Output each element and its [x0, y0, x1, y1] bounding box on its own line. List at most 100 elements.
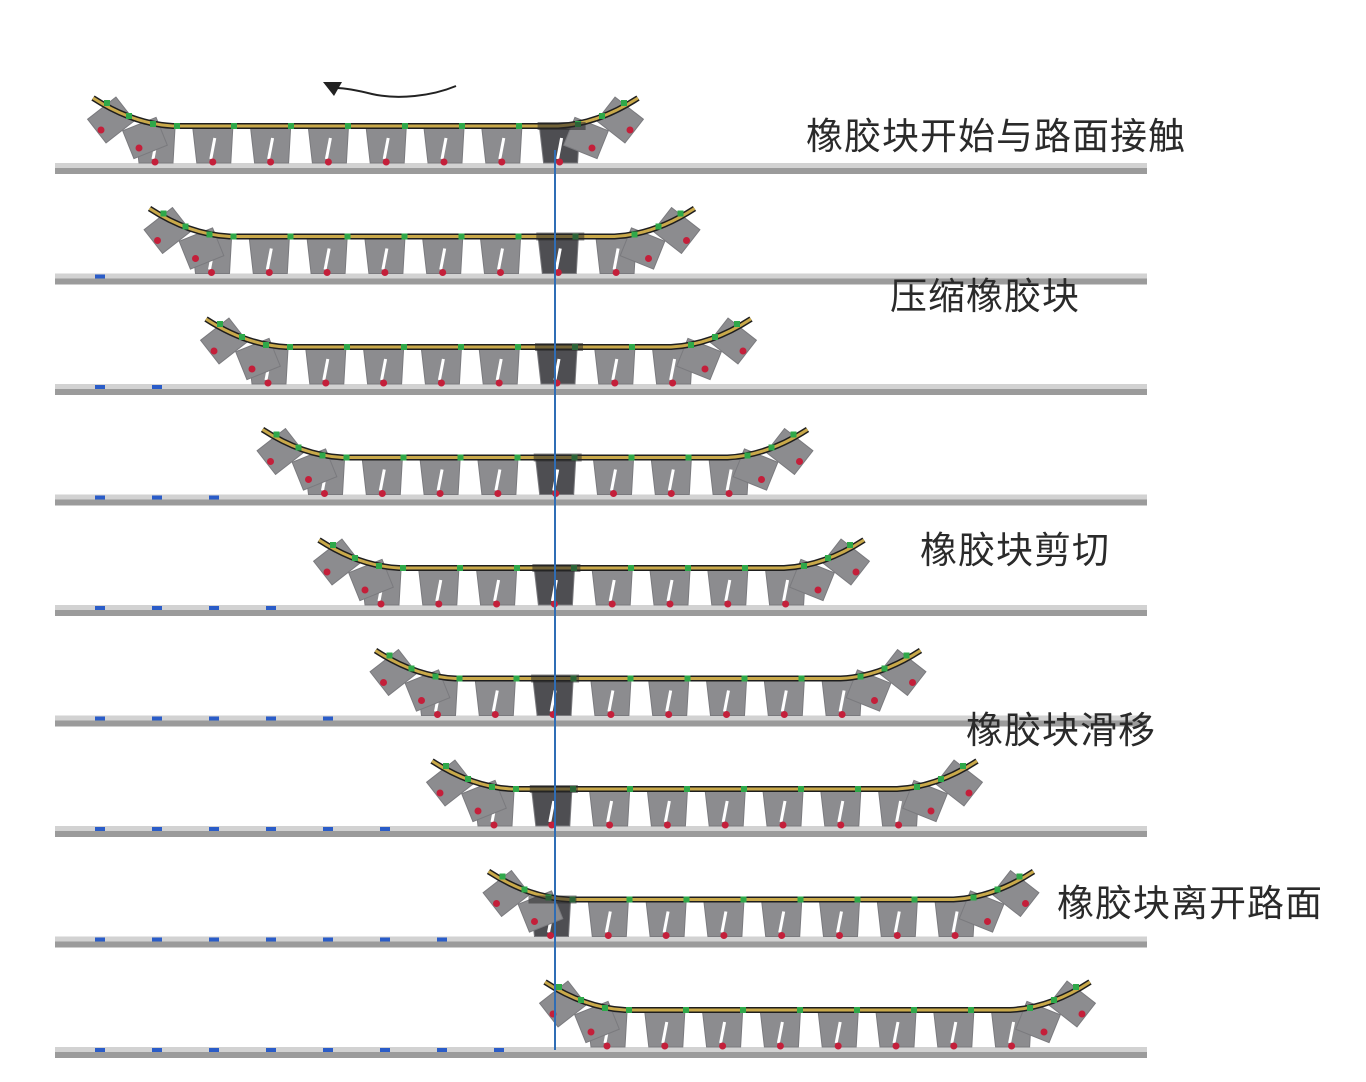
tip-node	[837, 821, 845, 829]
belt-node	[854, 896, 861, 903]
road-bottom	[55, 720, 1147, 727]
belt-node	[685, 565, 691, 571]
sipe	[611, 358, 619, 381]
belt-core	[148, 207, 696, 238]
belt-outline	[91, 95, 640, 129]
edge-tread-block	[461, 779, 507, 823]
tip-node	[683, 237, 690, 244]
tip-node	[380, 679, 387, 686]
tip-node	[588, 144, 596, 152]
belt-node	[740, 896, 747, 903]
road-bottom	[55, 1052, 1147, 1058]
belt-node	[683, 1007, 689, 1013]
belt-node	[345, 123, 351, 129]
tip-node	[209, 158, 217, 166]
road-top	[55, 605, 1147, 610]
tip-node	[554, 269, 562, 276]
belt-node	[352, 555, 358, 561]
sipe	[724, 579, 732, 602]
tip-node	[498, 158, 506, 166]
belt-node	[742, 565, 748, 571]
sipe	[723, 690, 730, 712]
contact-highlight	[536, 232, 585, 241]
belt-node	[628, 454, 635, 461]
tip-node	[490, 821, 498, 829]
tip-node	[892, 1042, 900, 1050]
tip-node	[378, 490, 386, 497]
contact-highlight	[529, 785, 578, 793]
road-bottom	[55, 610, 1147, 616]
road-top	[55, 384, 1147, 389]
tip-node	[1040, 1028, 1048, 1036]
tip-node	[665, 711, 673, 718]
road-top	[55, 494, 1147, 500]
tread-frame	[425, 758, 984, 829]
belt-node	[768, 444, 775, 451]
belt-node	[288, 123, 294, 129]
belt-core	[487, 870, 1035, 901]
caption-contact-start: 橡胶块开始与路面接触	[806, 115, 1186, 158]
belt-node	[960, 763, 966, 769]
belt-node	[602, 1005, 608, 1011]
tread-frame	[538, 979, 1097, 1050]
edge-tread-block	[122, 116, 168, 160]
road-marker	[95, 606, 105, 610]
sipe	[439, 248, 447, 270]
sipe	[892, 1021, 900, 1044]
belt-core	[431, 759, 978, 791]
tip-node	[725, 490, 733, 497]
tip-node	[723, 711, 730, 718]
tip-node	[321, 490, 328, 497]
belt-node	[295, 444, 302, 451]
road-bottom	[55, 831, 1147, 837]
sipe	[495, 358, 503, 381]
tip-node	[440, 158, 448, 166]
tip-node	[661, 1042, 669, 1050]
belt-node	[458, 233, 465, 240]
belt-outline	[317, 537, 866, 571]
sipe	[209, 137, 217, 160]
tip-node	[322, 379, 330, 387]
sipe	[950, 1021, 958, 1044]
belt-outline	[147, 205, 697, 240]
road-top	[55, 715, 1147, 721]
tread-frame	[256, 426, 814, 497]
sipe	[265, 248, 273, 270]
belt-node	[744, 452, 751, 459]
belt-outline	[430, 758, 979, 792]
road-bottom	[55, 278, 1147, 285]
road-marker	[266, 1048, 276, 1052]
belt-outline	[204, 316, 753, 350]
sipe	[951, 911, 959, 933]
belt-node	[174, 123, 180, 129]
belt-outline	[260, 426, 810, 461]
tip-node	[381, 269, 389, 276]
tread-frame	[143, 205, 701, 276]
tip-node	[248, 365, 256, 373]
belt-node	[683, 896, 690, 903]
belt-node	[330, 542, 336, 548]
sipe	[725, 469, 733, 491]
road-marker	[380, 1048, 390, 1052]
sipe	[778, 911, 786, 933]
belt-node	[1027, 1005, 1033, 1011]
road-marker	[209, 716, 219, 721]
tip-node	[361, 586, 369, 594]
sipe	[837, 800, 845, 823]
belt-node	[343, 454, 350, 461]
road-marker	[152, 385, 162, 389]
sipe	[780, 690, 788, 712]
caption-shear: 橡胶块剪切	[920, 529, 1110, 572]
tip-node	[965, 789, 973, 797]
belt-node	[344, 233, 351, 240]
belt-node	[459, 123, 465, 129]
sipe	[612, 248, 620, 270]
tread-frame	[369, 647, 927, 718]
tip-node	[909, 679, 916, 686]
tip-node	[984, 918, 991, 925]
belt-node	[1073, 984, 1079, 990]
road-top	[55, 936, 1147, 942]
belt-node	[319, 452, 326, 459]
belt-core	[261, 428, 809, 459]
